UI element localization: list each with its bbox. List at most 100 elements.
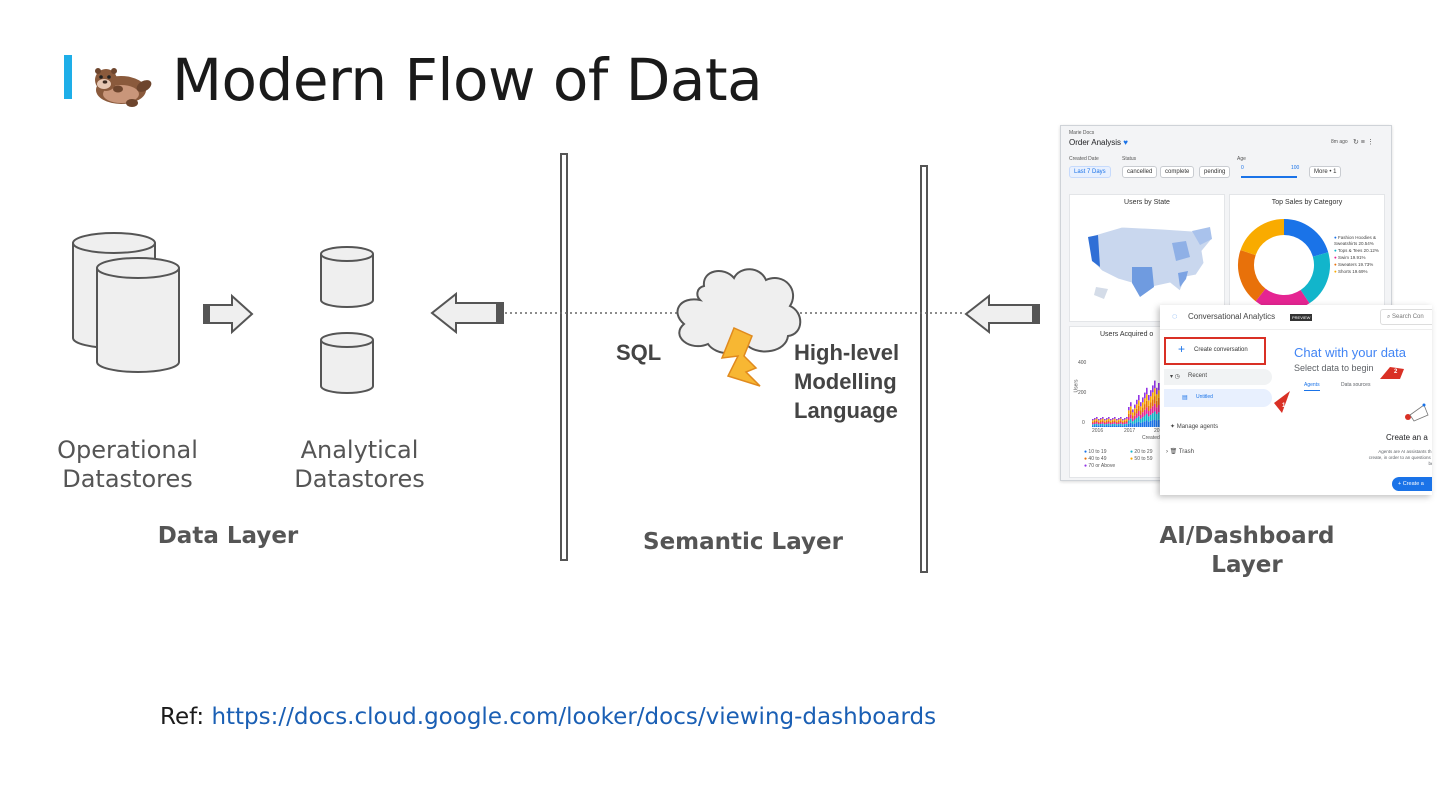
bar-segment <box>1122 419 1124 421</box>
manage-agents-item[interactable]: ✦ Manage agents <box>1170 424 1219 430</box>
bar-segment <box>1154 403 1156 412</box>
bar-segment <box>1120 417 1122 419</box>
chat-heading: Chat with your data <box>1294 345 1407 360</box>
bar-segment <box>1112 421 1114 423</box>
bar-segment <box>1094 422 1096 424</box>
bar-segment <box>1100 422 1102 424</box>
marker-1-icon <box>1274 391 1290 413</box>
bar-segment <box>1134 423 1136 427</box>
bar-segment <box>1104 423 1106 425</box>
axis-tick: 20 <box>1154 428 1160 434</box>
bar-segment <box>1130 418 1132 423</box>
bar-segment <box>1138 411 1140 417</box>
bar-segment <box>1136 408 1138 414</box>
bar-segment <box>1128 417 1130 421</box>
bar-segment <box>1128 420 1130 424</box>
bar-segment <box>1098 421 1100 423</box>
bar-segment <box>1122 425 1124 427</box>
lightning-icon <box>720 326 761 387</box>
bar-segment <box>1100 418 1102 420</box>
bar-segment <box>1146 387 1148 395</box>
tile-title: Users by State <box>1124 199 1170 206</box>
donut-slice <box>1238 249 1266 302</box>
bar-segment <box>1132 421 1134 425</box>
bar-segment <box>1110 424 1112 426</box>
bar-segment <box>1136 404 1138 409</box>
bar-segment <box>1122 424 1124 426</box>
bar-segment <box>1158 412 1160 420</box>
sales-legend: ● Fashion Hoodies & Sweatshirts 20.54%● … <box>1334 235 1382 276</box>
high-level-modelling-language-label: High-level Modelling Language <box>794 340 900 423</box>
bar-segment <box>1118 425 1120 427</box>
tab-data-sources[interactable]: Data sources <box>1341 382 1371 388</box>
bar-segment <box>1096 423 1098 426</box>
bar-segment <box>1098 425 1100 427</box>
bar-segment <box>1144 398 1146 405</box>
filter-label: Age <box>1237 156 1246 162</box>
bar-segment <box>1158 419 1160 427</box>
reference-link[interactable]: https://docs.cloud.google.com/looker/doc… <box>211 704 937 730</box>
bar-segment <box>1118 418 1120 420</box>
bar-segment <box>1100 419 1102 421</box>
ref-prefix: Ref: <box>160 704 205 730</box>
bar-segment <box>1124 419 1126 421</box>
bar-segment <box>1140 418 1142 423</box>
bar-segment <box>1116 421 1118 423</box>
agent-illustration <box>1405 403 1429 422</box>
marker-1-label: 1 <box>1282 403 1286 409</box>
bar-segment <box>1122 420 1124 422</box>
bar-segment <box>1112 422 1114 424</box>
search-input[interactable]: ⌕ Search Con <box>1380 309 1432 325</box>
bar-segment <box>1092 425 1094 427</box>
bar-segment <box>1144 392 1146 399</box>
bar-segment <box>1114 420 1116 422</box>
dashboard-title: Order Analysis ♥ <box>1069 138 1129 147</box>
bar-segment <box>1134 419 1136 424</box>
dashboard-updated: 8m ago <box>1331 139 1348 145</box>
bar-segment <box>1112 424 1114 426</box>
bar-segment <box>1104 420 1106 422</box>
bar-segment <box>1128 413 1130 417</box>
bar-segment <box>1102 417 1104 419</box>
analytical-datastore-icon <box>320 246 374 394</box>
bar-segment <box>1142 417 1144 423</box>
bar-segment <box>1156 413 1158 421</box>
bar-segment <box>1102 418 1104 421</box>
bar-segment <box>1116 420 1118 422</box>
untitled-conversation[interactable]: ▤ Untitled <box>1164 389 1272 407</box>
create-conversation-button[interactable]: + Create conversation <box>1164 337 1266 365</box>
donut-slice <box>1255 288 1310 311</box>
bar-segment <box>1098 423 1100 425</box>
bar-segment <box>1144 409 1146 416</box>
bar-segment <box>1096 417 1098 419</box>
bar-segment <box>1138 395 1140 401</box>
recent-section[interactable]: ▾ ◷ Recent <box>1164 369 1272 385</box>
bar-segment <box>1100 424 1102 426</box>
age-legend-item: ● 40 to 49 <box>1084 456 1107 462</box>
status-option: cancelled <box>1122 166 1158 178</box>
bar-segment <box>1158 405 1160 413</box>
bar-segment <box>1130 422 1132 427</box>
tab-agents[interactable]: Agents <box>1304 382 1320 391</box>
create-agent-heading: Create an a <box>1386 433 1428 442</box>
create-agent-button[interactable]: + Create a <box>1392 477 1432 491</box>
refresh-icon: ↻ ≡ ⋮ <box>1353 139 1374 146</box>
bar-segment <box>1120 423 1122 426</box>
bar-segment <box>1156 420 1158 427</box>
sales-legend-item: ● Shorts 19.69% <box>1334 269 1368 274</box>
bar-segment <box>1112 418 1114 420</box>
sparkle-icon: ✦ <box>1170 424 1176 430</box>
bar-segment <box>1134 404 1136 409</box>
bar-segment <box>1150 420 1152 427</box>
clock-icon: ▾ ◷ <box>1170 374 1180 380</box>
trash-item[interactable]: › 🗑 Trash <box>1166 449 1194 455</box>
bar-segment <box>1118 424 1120 426</box>
bar-segment <box>1096 418 1098 421</box>
reference-line: Ref: https://docs.cloud.google.com/looke… <box>160 704 936 730</box>
bar-segment <box>1128 410 1130 414</box>
bar-segment <box>1142 397 1144 403</box>
bar-segment <box>1124 425 1126 427</box>
ai-dashboard-layer-caption: AI/Dashboard Layer <box>1159 523 1335 578</box>
bar-segment <box>1092 419 1094 421</box>
tile-title: Users Acquired o <box>1100 331 1154 338</box>
